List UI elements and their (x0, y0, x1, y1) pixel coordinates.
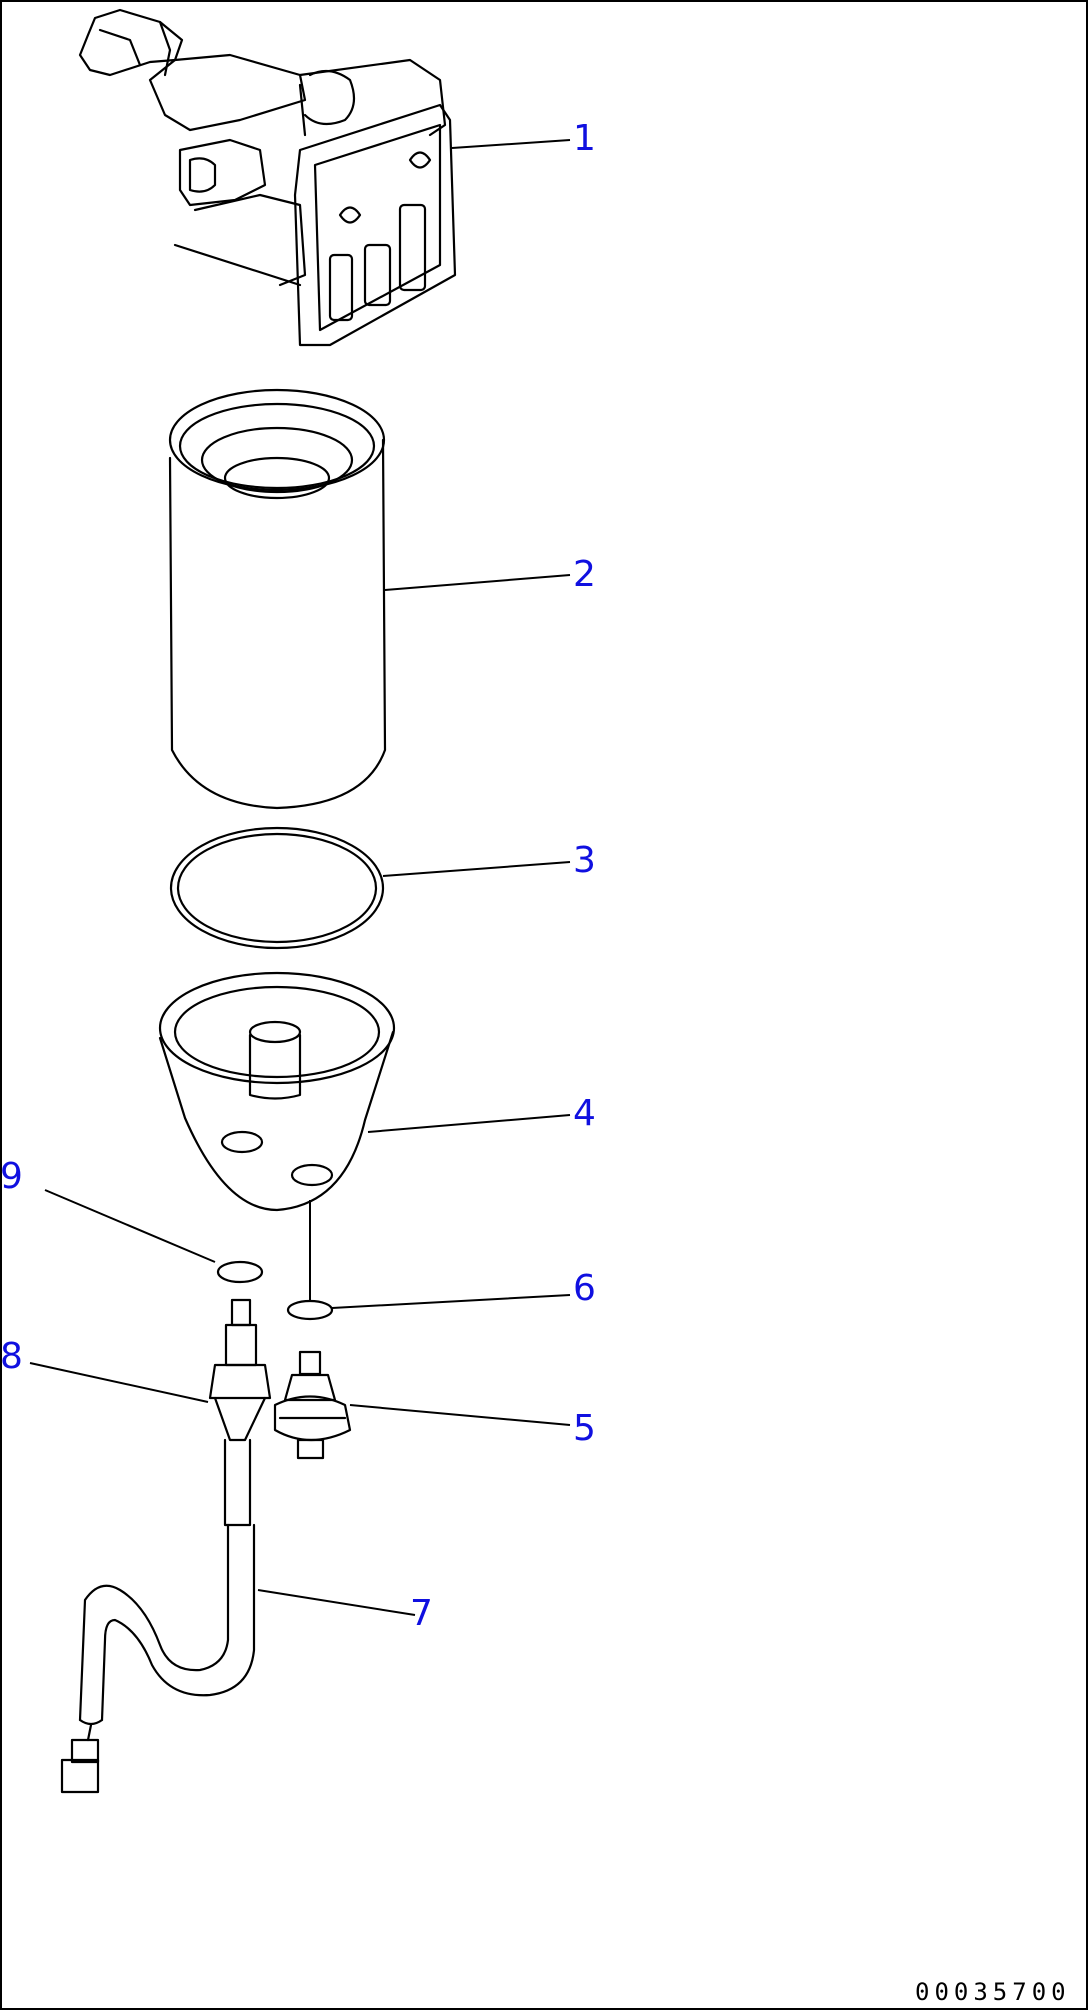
drawing-id: 00035700 (915, 1978, 1071, 2006)
leader-3 (382, 861, 571, 877)
part-5-drain-plug (273, 1350, 352, 1460)
part-8-water-sensor (208, 1298, 272, 1527)
leader-lines (29, 139, 571, 1616)
leader-6 (309, 1200, 571, 1309)
leader-2 (384, 574, 571, 591)
callout-4: 4 (573, 1093, 596, 1134)
part-1-filter-head (78, 8, 457, 347)
callout-3: 3 (573, 840, 596, 881)
callout-7: 7 (410, 1593, 433, 1634)
callout-9: 9 (0, 1156, 23, 1197)
callout-8: 8 (0, 1336, 23, 1377)
part-9-small-o-ring (216, 1260, 264, 1284)
leader-7 (257, 1589, 416, 1616)
leader-1 (451, 139, 571, 149)
part-2-filter-cartridge (168, 388, 387, 810)
part-4-bowl (158, 971, 396, 1212)
leader-5 (349, 1404, 571, 1426)
callout-1: 1 (573, 118, 596, 159)
part-3-o-ring (169, 826, 385, 950)
callout-6: 6 (573, 1268, 596, 1309)
part-7-wiring-harness (60, 1523, 256, 1794)
leader-4 (367, 1114, 571, 1133)
callout-5: 5 (573, 1408, 596, 1449)
callout-2: 2 (573, 554, 596, 595)
part-6-drain-o-ring (286, 1299, 334, 1321)
leader-8 (29, 1362, 209, 1403)
leader-9 (44, 1189, 216, 1263)
